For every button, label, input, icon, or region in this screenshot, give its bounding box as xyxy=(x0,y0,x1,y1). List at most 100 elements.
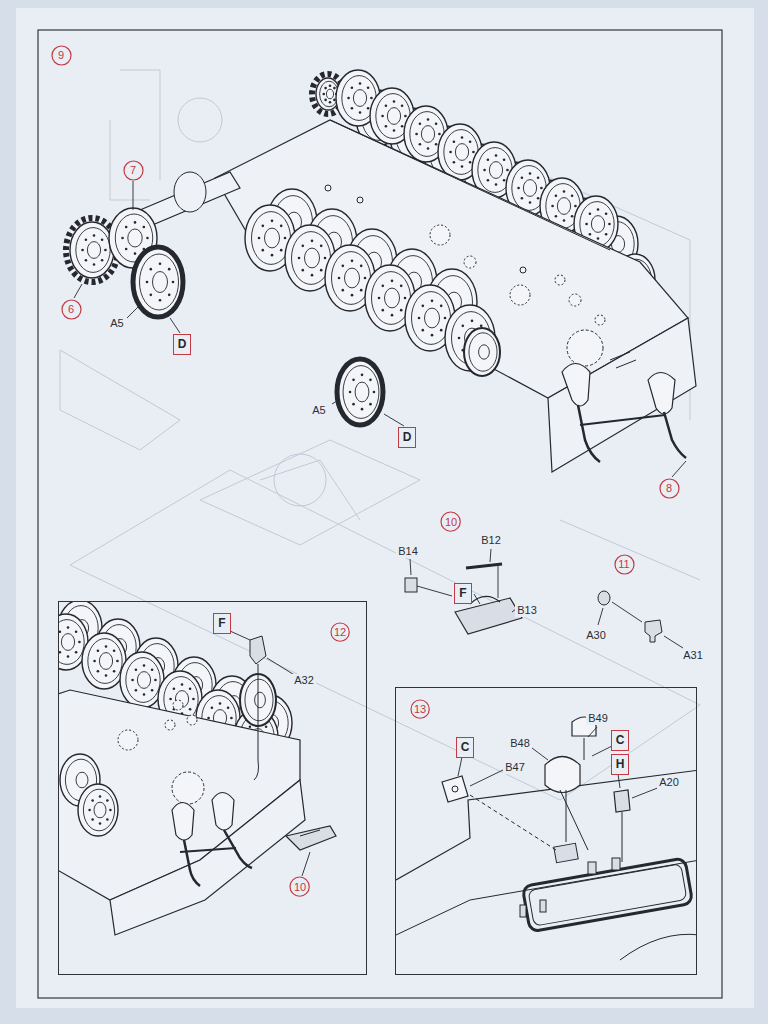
wheel-bolt xyxy=(404,115,407,118)
paint-code: H xyxy=(616,758,625,770)
wheel-bolt xyxy=(134,252,137,255)
hatch-frame xyxy=(522,858,692,932)
wheel-bolt xyxy=(143,664,146,667)
wheel-bolt xyxy=(458,337,461,340)
wheel-bolt xyxy=(93,660,96,663)
wheel-bolt xyxy=(271,220,274,223)
wheel-bolt xyxy=(444,317,447,320)
wheel-rim xyxy=(88,639,122,684)
paint-code-box: D xyxy=(398,427,417,448)
wheel-bolt xyxy=(597,237,600,240)
wheel-bolt xyxy=(503,179,506,182)
wheel-bolt xyxy=(555,215,558,218)
paint-code: F xyxy=(459,587,466,599)
wheel-bolt xyxy=(419,122,422,125)
wheel-bolt xyxy=(91,799,94,802)
step-circle-outline xyxy=(124,161,143,180)
wheel-bolt xyxy=(78,641,81,644)
wheel-bolt xyxy=(608,223,611,226)
wheel-bolt xyxy=(369,379,372,382)
wheel-bolt xyxy=(367,107,370,110)
wheel-bolt xyxy=(435,143,438,146)
wheel-bolt xyxy=(338,277,341,280)
wheel-rim xyxy=(140,254,179,310)
wheel-bolt xyxy=(521,197,524,200)
wheel-bolt xyxy=(373,391,376,394)
wheel-bolt xyxy=(125,248,128,251)
wheel-rim xyxy=(76,228,110,273)
wheel-bolt xyxy=(427,147,430,150)
wheel-bolt xyxy=(109,809,112,812)
bracket-detail xyxy=(300,830,320,836)
leader-line xyxy=(302,852,310,876)
wheel-rim xyxy=(59,620,84,665)
deck-port xyxy=(173,700,183,710)
hull-deck xyxy=(215,120,688,398)
wheel-bolt xyxy=(418,317,421,320)
wheel-bolt xyxy=(471,320,474,323)
wheel-bolt xyxy=(324,99,327,102)
wheel-bolt xyxy=(131,679,134,682)
paint-code-box: F xyxy=(213,613,230,634)
deck-port xyxy=(118,730,138,750)
wheel-bolt xyxy=(506,169,509,172)
wheel-bolt xyxy=(393,100,396,103)
wheel-hub xyxy=(87,242,100,259)
road-wheel xyxy=(133,247,183,317)
leader-line xyxy=(612,602,642,622)
wheel-rim xyxy=(83,789,114,831)
wheel-bolt xyxy=(67,655,70,658)
plate-hole xyxy=(452,786,458,792)
wheel-bolt xyxy=(440,305,443,308)
wheel-hub xyxy=(345,268,360,288)
deck-port xyxy=(430,225,450,245)
wheel-bolt xyxy=(400,285,403,288)
deck-port xyxy=(357,197,363,203)
road-wheel xyxy=(337,359,383,425)
wheel-bolt xyxy=(453,140,456,143)
fit-line xyxy=(622,812,623,862)
bracket-part xyxy=(286,826,336,850)
wheel-bolt xyxy=(105,674,108,677)
step-number: 11 xyxy=(614,554,635,575)
wheel-bolt xyxy=(104,249,107,252)
deck-port xyxy=(510,285,530,305)
plate-part xyxy=(442,776,468,802)
wheel-bolt xyxy=(81,249,84,252)
wheel-bolt xyxy=(461,136,464,139)
wheel-bolt xyxy=(320,269,323,272)
deck-port xyxy=(520,267,526,273)
wheel-bolt xyxy=(360,289,363,292)
paper-sheet xyxy=(16,8,754,1008)
socket xyxy=(554,843,578,863)
leader-line xyxy=(127,306,139,318)
road-wheel xyxy=(70,222,114,278)
wheel-bolt xyxy=(472,151,475,154)
part-number: A5 xyxy=(108,317,125,330)
wheel-bolt xyxy=(427,118,430,121)
wheel-bolt xyxy=(342,265,345,268)
wheel-bolt xyxy=(487,158,490,161)
wheel-bolt xyxy=(146,281,149,284)
step-number-text: 10 xyxy=(445,517,457,528)
wheel-bolt xyxy=(352,403,355,406)
shock-absorber xyxy=(648,373,675,415)
wheel-bolt xyxy=(469,140,472,143)
step-number-text: 12 xyxy=(334,627,346,638)
wheel-bolt xyxy=(461,165,464,168)
plate-edge xyxy=(396,860,696,935)
wheel-bolt xyxy=(487,179,490,182)
road-wheel xyxy=(78,784,118,836)
wheel-bolt xyxy=(271,254,274,257)
hull-front-plate xyxy=(548,318,696,472)
wheel-bolt xyxy=(159,299,162,302)
leader-line xyxy=(410,559,411,575)
wheel-bolt xyxy=(169,698,172,701)
wheel-hub xyxy=(137,672,150,689)
leader-line xyxy=(384,414,404,426)
wheel-bolt xyxy=(521,176,524,179)
wheel-bolt xyxy=(360,265,363,268)
paint-code: C xyxy=(616,734,625,746)
